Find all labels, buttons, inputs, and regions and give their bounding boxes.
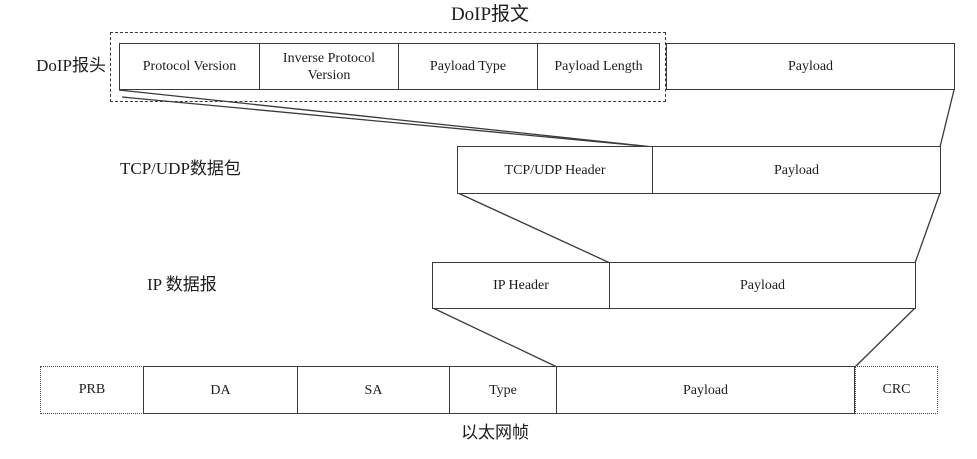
doip-field-payload-type: Payload Type <box>399 44 538 89</box>
ethernet-payload-cell: Payload <box>682 382 729 398</box>
ip-header-cell: IP Header <box>433 263 610 308</box>
ip-row-label: IP 数据报 <box>147 275 217 294</box>
ip-datagram-row: IP Header Payload <box>432 262 916 309</box>
tcp-udp-packet-row: TCP/UDP Header Payload <box>457 146 941 194</box>
ethernet-frame-row: DA SA Type Payload <box>143 366 855 414</box>
doip-field-protocol-version: Protocol Version <box>120 44 260 89</box>
connector-doip-to-tcp-right <box>939 89 955 148</box>
diagram-title: DoIP报文 <box>450 4 530 25</box>
doip-field-inverse-protocol-version: Inverse Protocol Version <box>260 44 399 89</box>
tcp-udp-payload-cell: Payload <box>773 162 820 178</box>
doip-header-label: DoIP报头 <box>36 56 106 75</box>
connector-doip-to-tcp-left-b <box>121 96 654 148</box>
ip-payload-cell: Payload <box>739 278 786 293</box>
ethernet-type-cell: Type <box>450 367 557 413</box>
doip-payload-cell: Payload <box>666 43 955 90</box>
tcp-udp-header-cell: TCP/UDP Header <box>458 147 653 193</box>
ethernet-prb-cell: PRB <box>40 366 144 414</box>
connector-ip-to-eth-right <box>854 307 916 368</box>
connector-ip-to-eth-left <box>432 307 558 368</box>
ethernet-sa-cell: SA <box>298 367 450 413</box>
doip-header-fields-row: Protocol Version Inverse Protocol Versio… <box>119 43 660 90</box>
connector-tcp-to-ip-left <box>457 192 611 264</box>
ethernet-crc-cell: CRC <box>855 366 938 414</box>
connector-tcp-to-ip-right <box>914 192 941 264</box>
tcp-udp-row-label: TCP/UDP数据包 <box>120 159 241 178</box>
ethernet-da-cell: DA <box>144 367 298 413</box>
doip-field-payload-length: Payload Length <box>554 59 643 74</box>
doip-header-dashed-outline <box>110 32 666 102</box>
ethernet-frame-label: 以太网帧 <box>461 423 529 442</box>
